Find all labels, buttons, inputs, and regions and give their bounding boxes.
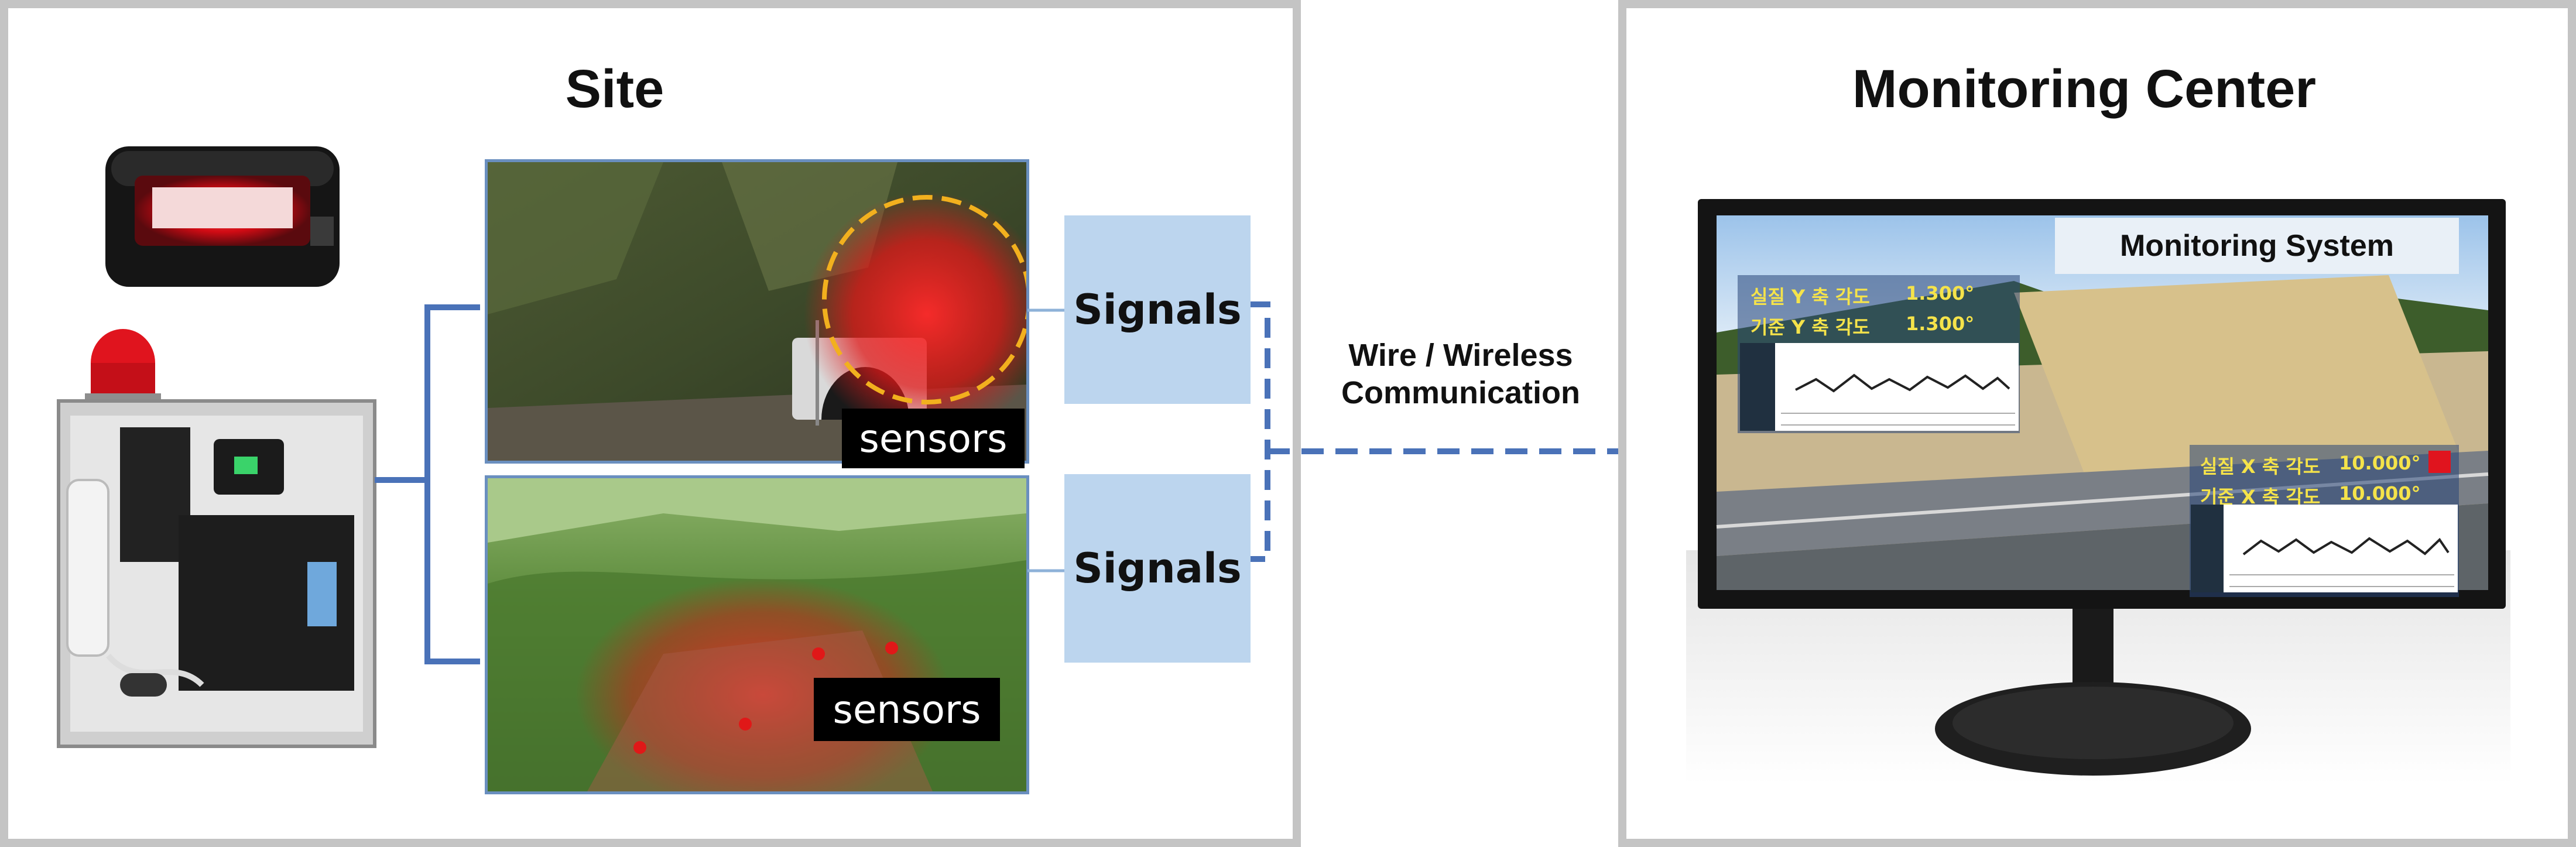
photo-signal-connectors: [1027, 308, 1068, 572]
y-axis-trend-chart: [1740, 343, 2019, 431]
x-axis-actual-value: 10.000°: [2339, 452, 2421, 474]
monitoring-system-header-text: Monitoring System: [2119, 229, 2395, 263]
y-axis-actual-value: 1.300°: [1906, 282, 1975, 304]
x-axis-trend-chart: [2191, 505, 2458, 592]
sensors-tag-bottom: sensors: [814, 678, 1000, 741]
y-axis-actual-label: 실질 Y 축 각도: [1751, 286, 1870, 308]
signals-box-top: Signals: [1064, 215, 1251, 404]
slope-site-photo: [485, 475, 1029, 794]
x-axis-reference-label: 기준 X 축 각도: [2200, 486, 2321, 508]
x-axis-reference-value: 10.000°: [2339, 482, 2421, 505]
site-bracket-connector: [375, 304, 480, 664]
sensors-tag-top: sensors: [842, 409, 1025, 468]
communication-link: [1251, 301, 1674, 562]
warning-light-device: [100, 140, 345, 299]
tunnel-site-photo: [485, 159, 1029, 464]
signals-box-bottom: Signals: [1064, 474, 1251, 663]
y-axis-reference-value: 1.300°: [1906, 313, 1975, 335]
x-axis-actual-label: 실질 X 축 각도: [2200, 455, 2321, 478]
monitoring-center-title: Monitoring Center: [1852, 59, 2317, 119]
communication-line1: Wire / Wireless: [1348, 338, 1573, 373]
monitoring-system-header: Monitoring System: [2055, 218, 2459, 274]
control-box-device: [56, 328, 378, 749]
alarm-indicator: [2428, 451, 2451, 473]
communication-line2: Communication: [1341, 375, 1580, 410]
communication-label: Wire / Wireless Communication: [1294, 337, 1628, 412]
site-title: Site: [565, 59, 664, 119]
y-axis-reference-label: 기준 Y 축 각도: [1751, 316, 1870, 338]
